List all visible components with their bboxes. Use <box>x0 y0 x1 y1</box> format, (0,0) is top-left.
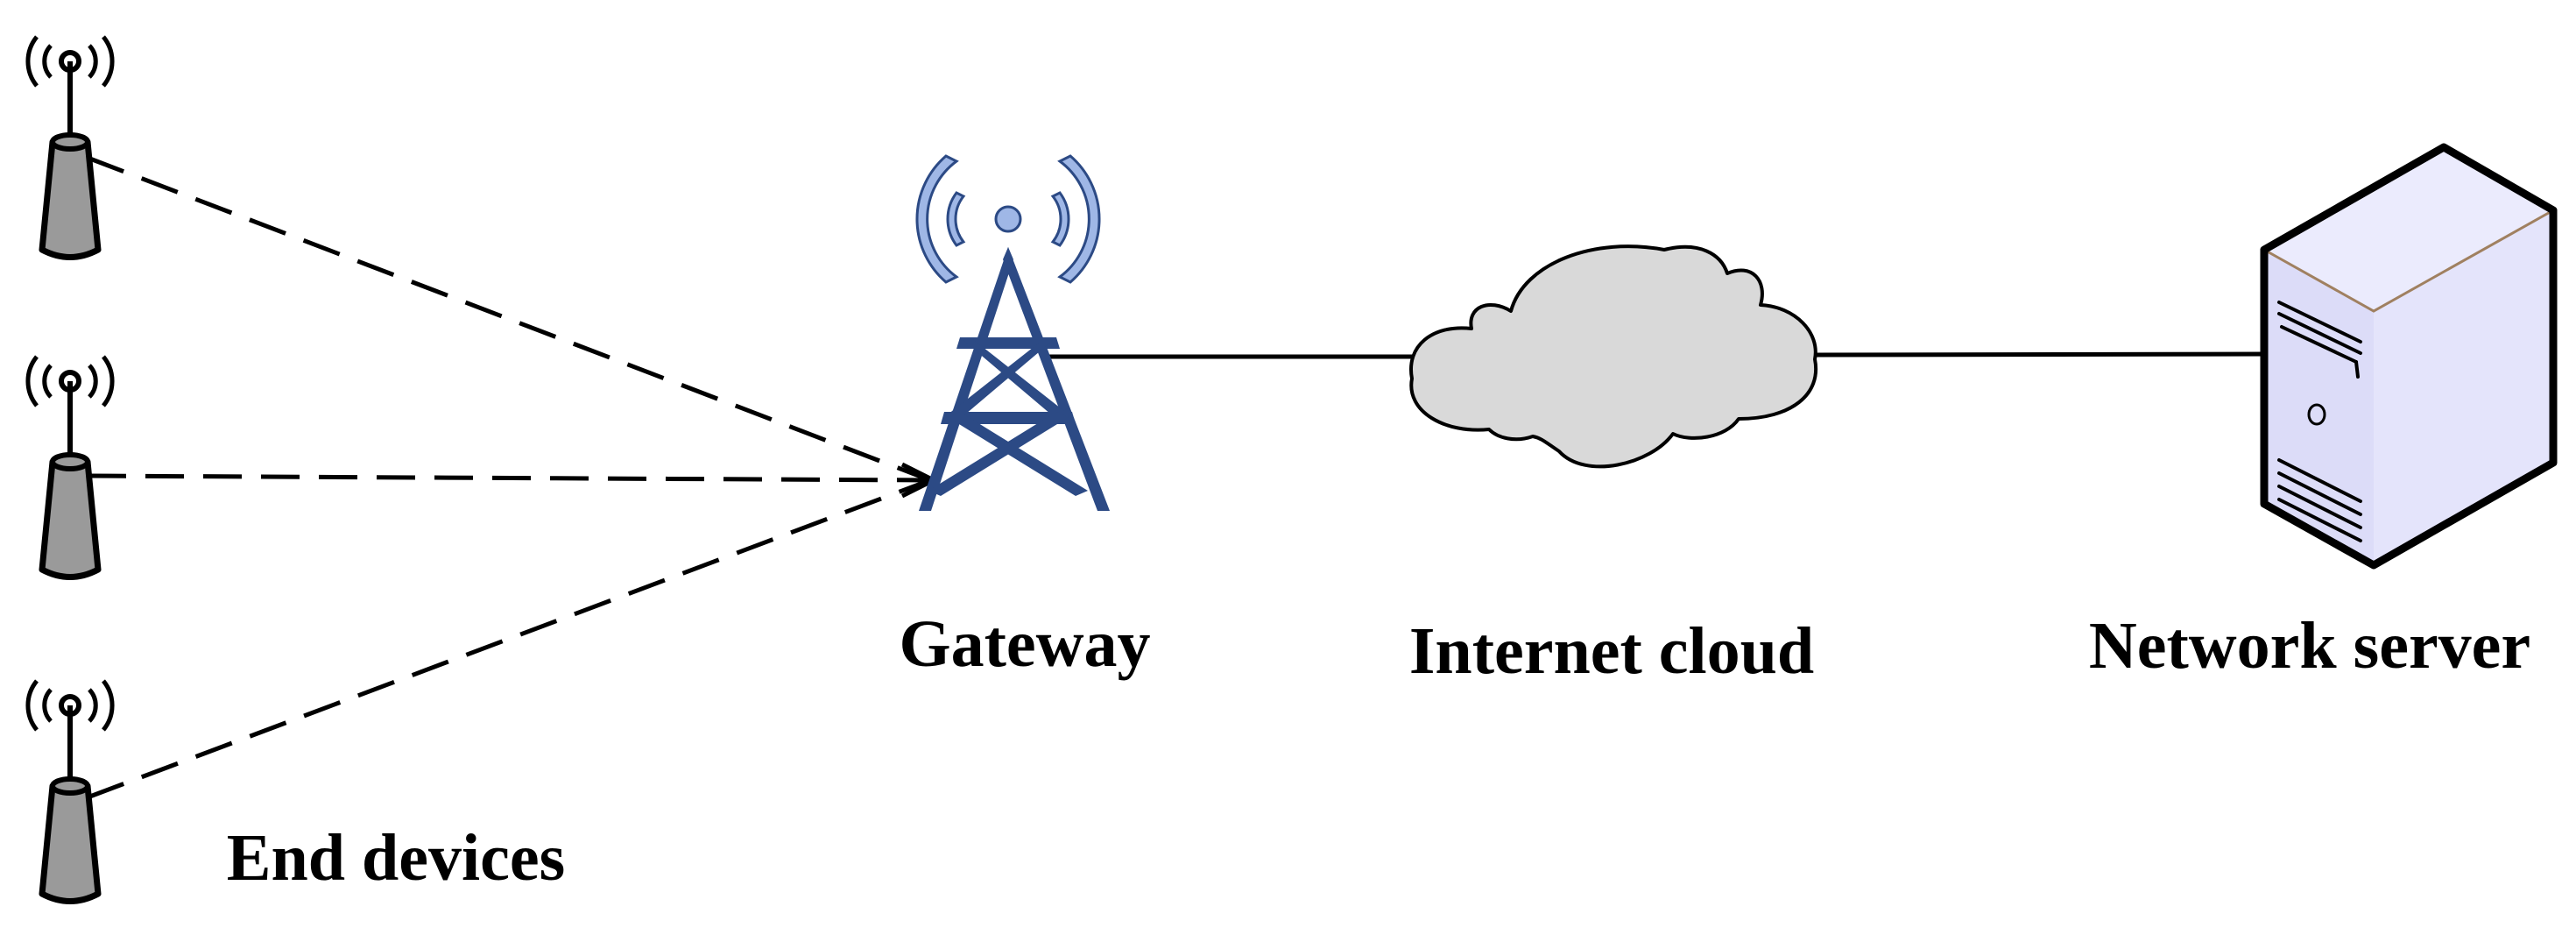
link-end-device-3-gateway <box>87 478 931 800</box>
link-end-device-1-gateway <box>87 155 931 483</box>
link-end-device-2-gateway <box>87 473 931 483</box>
antenna-device-icon <box>25 355 115 580</box>
server-side-face <box>2374 210 2553 565</box>
antenna-device-icon <box>25 35 115 260</box>
server-tower-icon <box>2260 143 2558 570</box>
gateway: Gateway <box>899 154 1151 681</box>
end-device-3 <box>25 679 115 904</box>
server-front-face <box>2264 250 2374 565</box>
internet-cloud-label: Internet cloud <box>1409 614 1814 688</box>
end-devices-label: End devices <box>227 821 565 895</box>
radio-tower-icon <box>915 154 1110 511</box>
internet-cloud: Internet cloud <box>1409 244 1818 688</box>
link-cloud-server <box>1814 351 2269 358</box>
end-device-2 <box>25 355 115 580</box>
antenna-device-icon <box>25 679 115 904</box>
power-button-icon <box>2307 403 2326 426</box>
server-top-face <box>2264 147 2553 311</box>
cloud-icon <box>1409 244 1818 469</box>
links <box>87 155 2269 800</box>
network-server-label: Network server <box>2089 609 2530 683</box>
gateway-label: Gateway <box>899 607 1150 681</box>
end-device-1 <box>25 35 115 260</box>
network-server: Network server <box>2089 143 2558 683</box>
